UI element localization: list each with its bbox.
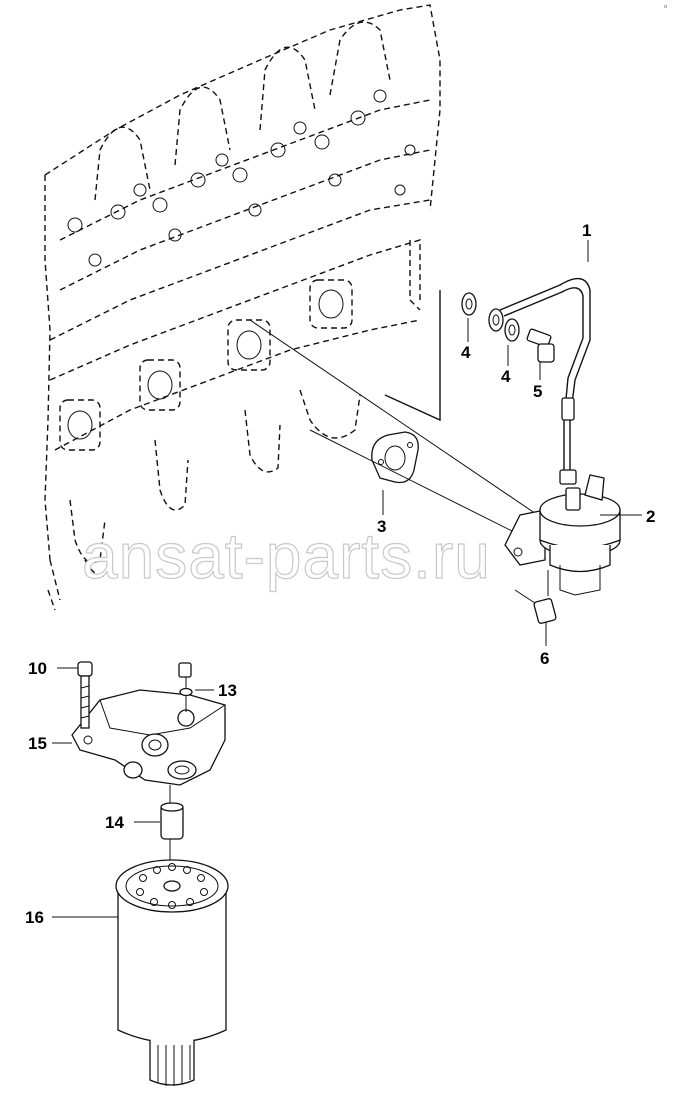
pump-gasket xyxy=(371,431,419,484)
pump-mounting-bolt xyxy=(514,570,557,624)
assembly-line xyxy=(309,429,521,536)
callout-10: 10 xyxy=(28,659,47,678)
leader-lines xyxy=(52,240,642,918)
assembly-line xyxy=(249,319,546,521)
callout-16: 16 xyxy=(25,908,44,927)
fuel-pipe xyxy=(499,277,591,485)
corner-mark: ᵒ xyxy=(664,3,667,12)
engine-block xyxy=(44,4,441,611)
callout-4-right: 4 xyxy=(501,367,511,386)
callout-15: 15 xyxy=(28,734,47,753)
bleed-plug xyxy=(178,662,193,712)
callout-4-left: 4 xyxy=(461,343,471,362)
fuel-filter-cartridge xyxy=(115,859,229,1086)
sealing-washer-pair xyxy=(488,308,520,342)
mounting-frame-line xyxy=(384,290,441,422)
callout-2: 2 xyxy=(646,507,655,526)
filter-nipple xyxy=(160,785,184,865)
callout-13: 13 xyxy=(218,681,237,700)
callout-3: 3 xyxy=(377,517,386,536)
sealing-washer xyxy=(461,292,477,316)
watermark: ansat-parts.ru xyxy=(82,520,491,592)
filter-head xyxy=(71,689,226,786)
filter-head-bolt xyxy=(77,661,93,729)
callout-14: 14 xyxy=(105,813,124,832)
banjo-bolt xyxy=(526,328,555,363)
fuel-feed-pump xyxy=(504,474,621,596)
callout-6: 6 xyxy=(540,649,549,668)
callout-1: 1 xyxy=(582,221,591,240)
callout-5: 5 xyxy=(533,382,542,401)
